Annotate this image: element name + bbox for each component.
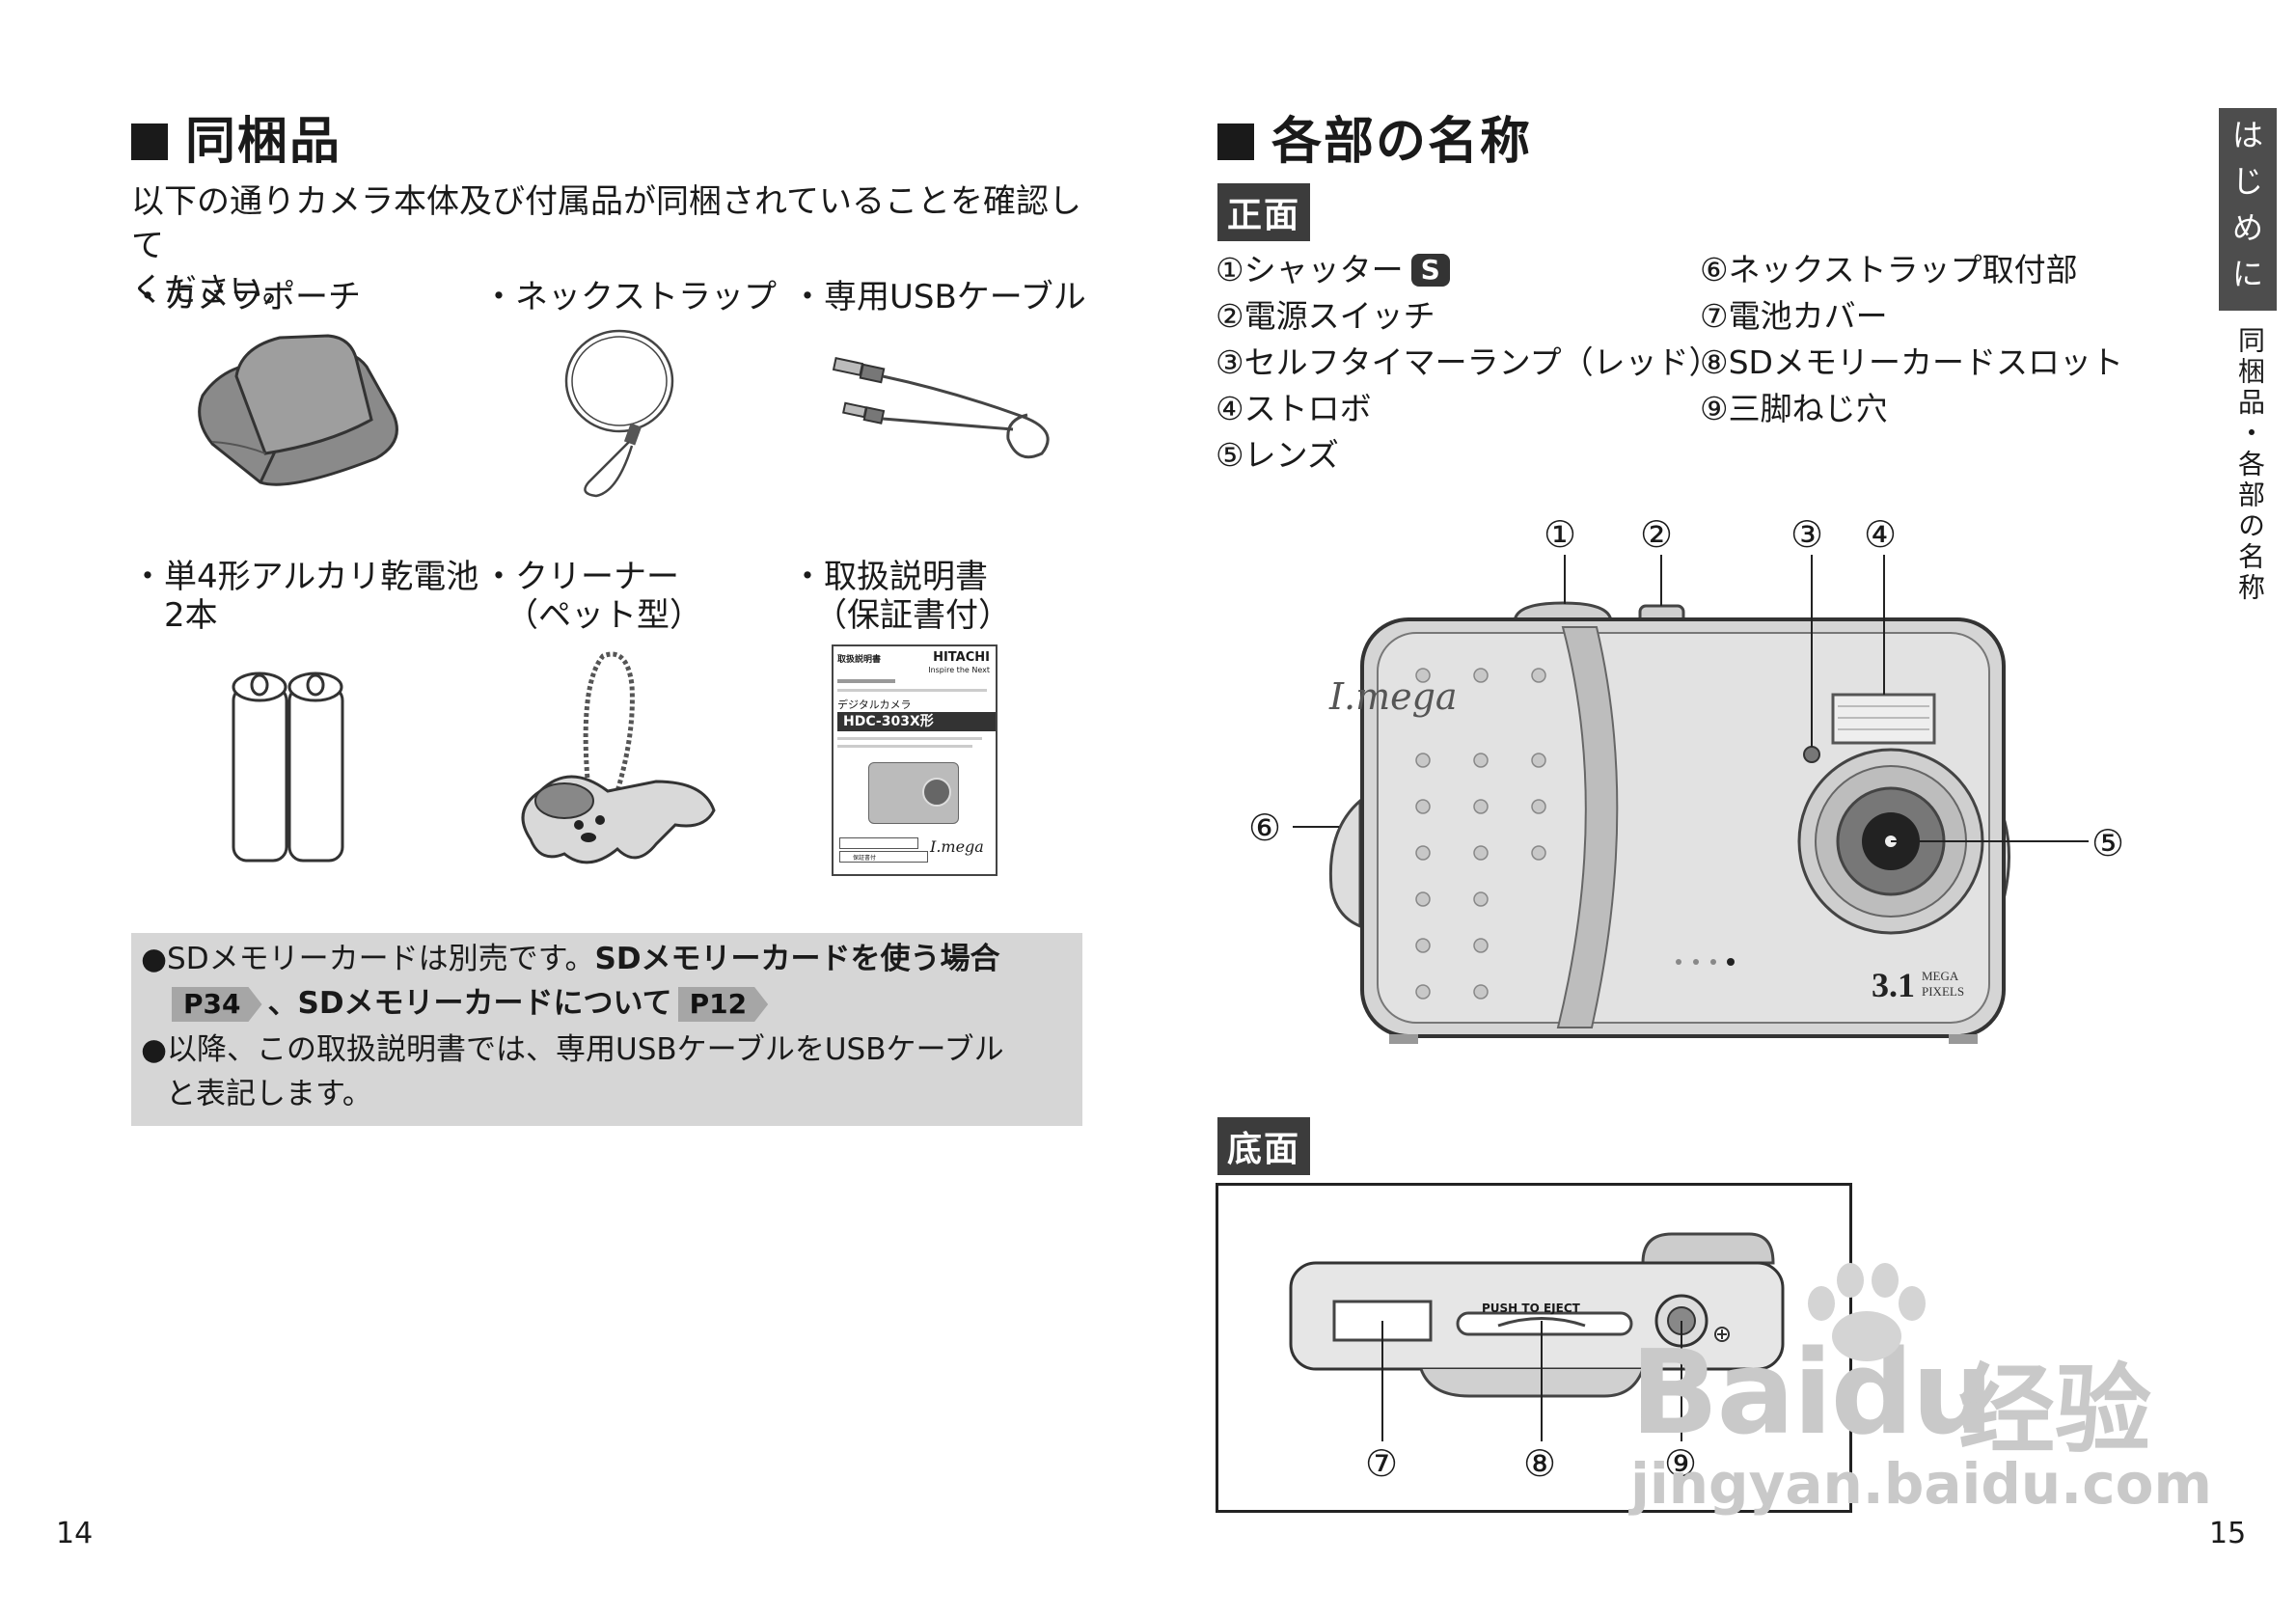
callout-4: ④ [1864,513,1898,556]
callout-2: ② [1640,513,1674,556]
part-lens: ⑤レンズ [1216,436,1339,474]
note-box: ●SDメモリーカードは別売です。SDメモリーカードを使う場合 P34、SDメモリ… [131,933,1082,1126]
part-flash: ④ストロボ [1216,390,1372,427]
watermark-cn: 经验 [1958,1354,2151,1466]
page-ref-p34[interactable]: P34 [172,987,262,1022]
camera-front-diagram [1293,555,2089,1044]
square-bullet-icon [1217,123,1254,160]
camera-mp-value: 3.1 [1872,966,1915,1004]
bottom-view-label: 底面 [1217,1117,1311,1175]
page-number-left: 14 [56,1517,94,1550]
part-strap-mount: ⑥ネックストラップ取付部 [1700,251,2078,288]
camera-mp-label: MEGA PIXELS [1922,969,1965,999]
item-label-pouch: ・カメラポーチ [131,278,361,316]
callout-5: ⑤ [2091,822,2125,864]
note-bullet-2: ●以降、この取扱説明書では、専用USBケーブルをUSBケーブル [141,1032,1004,1067]
callout-1: ① [1544,513,1577,556]
watermark-paw-icon [1808,1263,1926,1361]
part-self-timer-lamp: ③セルフタイマーランプ（レッド） [1216,343,1721,381]
camera-pouch-image [198,334,398,486]
parts-list-right: ⑥ネックストラップ取付部 ⑦電池カバー ⑧SDメモリーカードスロット ⑨三脚ねじ… [1700,247,2123,432]
intro-paragraph: 以下の通りカメラ本体及び付属品が同梱されていることを確認して ください。 [131,179,1086,313]
front-view-label: 正面 [1217,183,1311,241]
camera-bottom-diagram [1289,1232,1785,1441]
section-heading-contents: 同梱品 [131,100,342,173]
square-bullet-icon [131,123,168,160]
batteries-image [232,671,344,863]
item-label-cleaner: ・クリーナー （ペット型） [482,558,702,635]
callout-3: ③ [1790,513,1824,556]
page-number-right: 15 [2209,1517,2247,1550]
watermark-brand: Baidu [1630,1327,1994,1461]
intro-line-2: ください。 [131,271,295,310]
usb-cable-image [832,357,1050,459]
watermark-url: jingyan.baidu.com [1630,1451,2212,1517]
callout-7: ⑦ [1365,1442,1399,1485]
camera-logo: I.mega [1329,675,1458,718]
item-label-strap: ・ネックストラップ [482,278,777,316]
page-ref-p12[interactable]: P12 [677,987,769,1022]
callout-6: ⑥ [1248,807,1282,849]
pet-cleaner-image [521,651,716,864]
shutter-s-icon: S [1410,254,1450,287]
item-label-batteries: ・単4形アルカリ乾電池 2本 [131,558,479,635]
part-tripod-hole: ⑨三脚ねじ穴 [1700,390,1888,427]
chapter-tab[interactable]: は じ め に [2219,108,2277,311]
intro-line-1: 以下の通りカメラ本体及び付属品が同梱されていることを確認して [131,182,1081,265]
item-label-manual: ・取扱説明書 （保証書付） [791,558,1011,635]
bottom-view-frame: PUSH TO EJECT ⑦ ⑧ ⑨ [1216,1183,1852,1513]
manual-booklet-image: 取扱説明書 HITACHI Inspire the Next デジタルカメラ H… [832,644,998,876]
item-label-usb-cable: ・専用USBケーブル [791,278,1086,316]
note-bullet-1: ●SDメモリーカードは別売です。SDメモリーカードを使う場合 [141,942,1000,976]
part-sd-slot: ⑧SDメモリーカードスロット [1700,343,2123,381]
note-bullet-2-cont: と表記します。 [166,1077,372,1111]
callout-9: ⑨ [1664,1442,1698,1485]
neck-strap-image [564,329,674,498]
section-heading-parts: 各部の名称 [1217,100,1532,173]
section-side-label: 同梱品・各部の名称 [2234,326,2266,604]
callout-8: ⑧ [1523,1442,1557,1485]
push-to-eject-label: PUSH TO EJECT [1482,1302,1580,1315]
part-battery-cover: ⑦電池カバー [1700,297,1888,335]
part-power-switch: ②電源スイッチ [1216,297,1435,335]
